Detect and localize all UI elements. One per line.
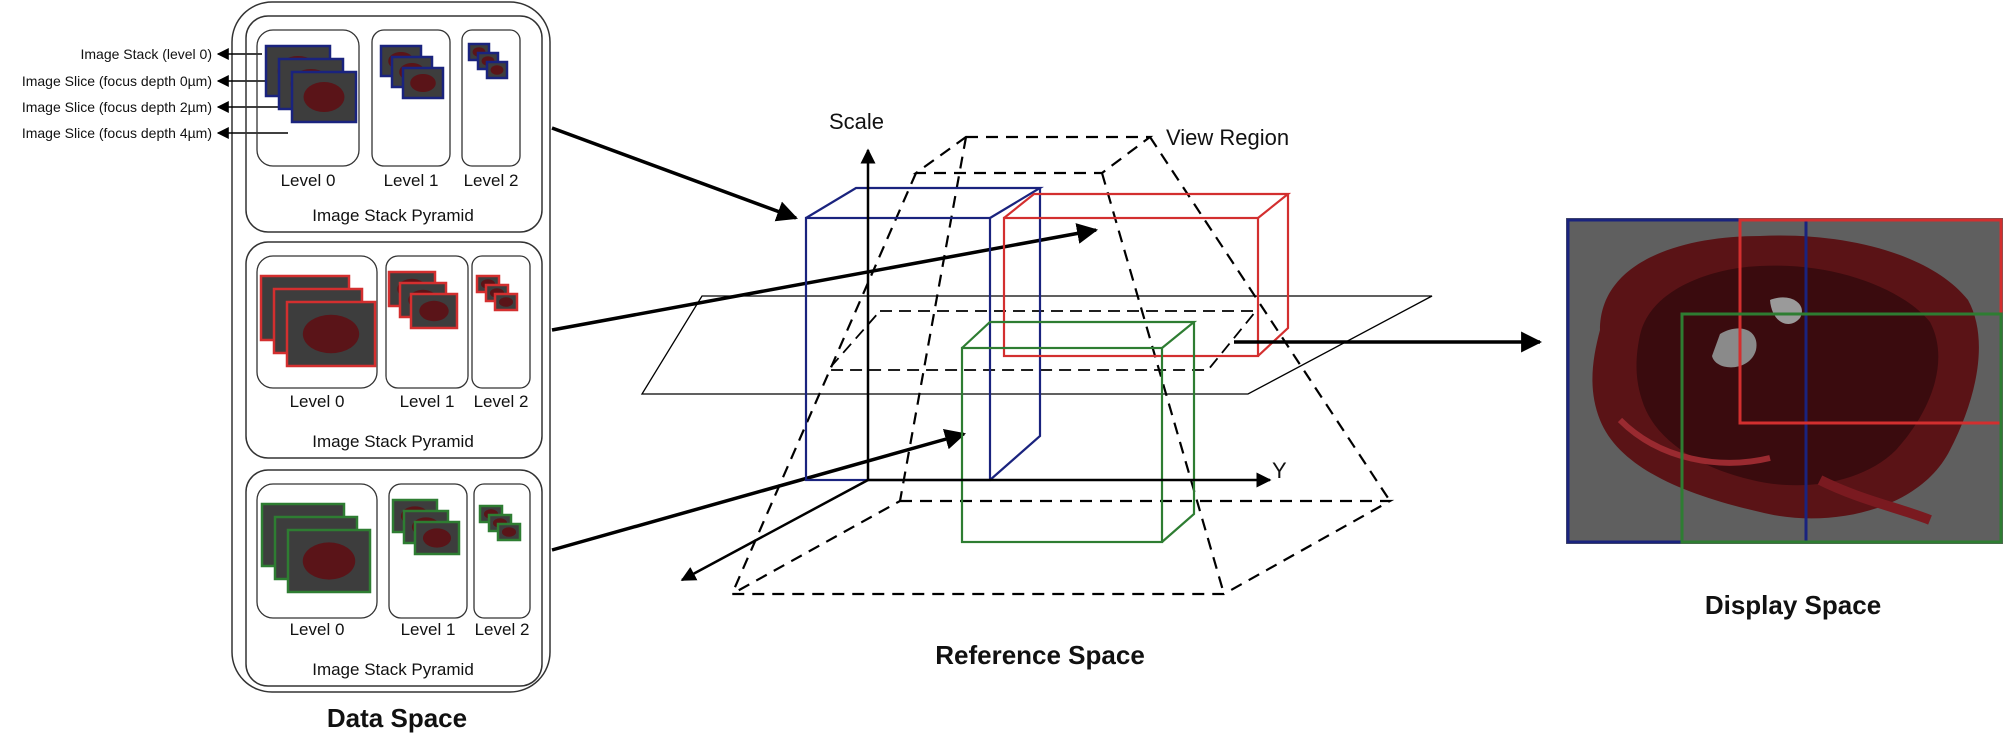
- tissue-thumbnail: [422, 528, 452, 548]
- blue-box-side: [989, 188, 1042, 481]
- display-space: Display Space: [1566, 218, 2003, 620]
- image-slice: [401, 66, 445, 100]
- level-0-label: Level 0: [290, 392, 345, 411]
- tissue-thumbnail: [410, 74, 436, 92]
- image-stack: [467, 42, 509, 80]
- x-axis: [680, 478, 869, 582]
- data-space-title: Data Space: [327, 703, 467, 733]
- image-stack-pyramid-green: Level 0 Level 1 Level 2 Image Stack Pyra…: [245, 469, 543, 687]
- display-space-title: Display Space: [1705, 590, 1881, 620]
- pyramid-list: Level 0 Level 1 Level 2 Image Stack Pyra…: [245, 15, 543, 687]
- image-stack: [387, 270, 459, 330]
- red-box: [1002, 192, 1292, 358]
- tissue-thumbnail: [419, 300, 449, 322]
- pyramid-frame: [245, 15, 543, 233]
- frustum-edge: [898, 136, 968, 502]
- pyramid-caption: Image Stack Pyramid: [312, 432, 474, 451]
- level-2-box: [461, 29, 521, 167]
- pyramid-frame: [245, 241, 543, 459]
- annotation-slice-0um: Image Slice (focus depth 0µm): [22, 73, 212, 89]
- reference-space-title: Reference Space: [935, 640, 1145, 670]
- image-stack: [475, 274, 519, 312]
- pyramid-frame: [245, 469, 543, 687]
- image-stack-pyramid-red: Level 0 Level 1 Level 2 Image Stack Pyra…: [245, 241, 543, 459]
- data-to-reference-arrows: [551, 126, 1099, 552]
- level-0-label: Level 0: [281, 171, 336, 190]
- image-stack: [379, 44, 445, 100]
- arrow-red-pyramid: [551, 223, 1099, 332]
- level-1-label: Level 1: [384, 171, 439, 190]
- frustum-top: [912, 135, 1154, 175]
- green-box: [960, 320, 1198, 544]
- data-space-panel: Image Stack (level 0) Image Slice (focus…: [22, 1, 551, 733]
- level-2-box: [471, 255, 531, 389]
- red-box-front: [1002, 216, 1260, 358]
- image-stack: [478, 504, 522, 542]
- green-box-depth: [961, 320, 1198, 349]
- level-0-box: [256, 483, 378, 619]
- level-1-box: [385, 255, 469, 389]
- arrow-green-pyramid: [551, 429, 967, 552]
- scale-axis-label: Scale: [829, 109, 884, 134]
- plane-view-footprint: [826, 310, 1258, 371]
- image-stack: [391, 498, 461, 556]
- annotation-list: Image Stack (level 0) Image Slice (focus…: [22, 46, 288, 141]
- display-frame-green: [1680, 312, 2003, 544]
- tissue-thumbnail: [498, 297, 514, 307]
- image-stack: [259, 274, 377, 368]
- level-1-label: Level 1: [400, 392, 455, 411]
- tissue-thumbnail: [302, 314, 360, 354]
- level-2-label: Level 2: [464, 171, 519, 190]
- frustum-edge: [1149, 136, 1391, 502]
- level-0-box: [256, 255, 378, 389]
- annotation-slice-2um: Image Slice (focus depth 2µm): [22, 99, 212, 115]
- focal-plane: [640, 295, 1433, 395]
- level-2-label: Level 2: [474, 392, 529, 411]
- tissue-thumbnail: [501, 527, 517, 537]
- annotation-image-stack: Image Stack (level 0): [81, 46, 213, 62]
- tissue-thumbnail: [302, 542, 356, 580]
- y-axis-label: Y: [1272, 458, 1287, 483]
- pyramid-caption: Image Stack Pyramid: [312, 206, 474, 225]
- level-0-label: Level 0: [290, 620, 345, 639]
- level-1-box: [371, 29, 451, 167]
- level-0-box: [256, 29, 360, 167]
- level-2-box: [473, 483, 531, 619]
- data-space-outer-frame: [231, 1, 551, 693]
- level-2-label: Level 2: [475, 620, 530, 639]
- reference-space: Scale Y View Region Reference Space: [640, 109, 1433, 670]
- tissue-thumbnail: [490, 65, 504, 75]
- pyramid-caption: Image Stack Pyramid: [312, 660, 474, 679]
- view-region-label: View Region: [1166, 125, 1289, 150]
- level-1-label: Level 1: [401, 620, 456, 639]
- image-stack: [260, 502, 372, 594]
- image-slice: [413, 520, 461, 556]
- red-box-side: [1257, 194, 1290, 357]
- green-box-side: [1161, 322, 1196, 543]
- tissue-image: [1592, 235, 1979, 525]
- frustum-edge: [730, 172, 918, 595]
- tissue-thumbnail: [303, 82, 345, 112]
- frustum-edge: [1100, 172, 1226, 595]
- view-region-frustum: [727, 135, 1395, 596]
- image-stack: [264, 44, 358, 124]
- blue-box-depth: [805, 186, 1044, 219]
- red-box-depth: [1003, 192, 1292, 219]
- level-1-box: [388, 483, 468, 619]
- frustum-bottom: [727, 499, 1395, 596]
- green-box-front: [960, 346, 1164, 544]
- annotation-slice-4um: Image Slice (focus depth 4µm): [22, 125, 212, 141]
- image-stack-pyramid-blue: Level 0 Level 1 Level 2 Image Stack Pyra…: [245, 15, 543, 233]
- arrow-blue-pyramid: [551, 126, 798, 222]
